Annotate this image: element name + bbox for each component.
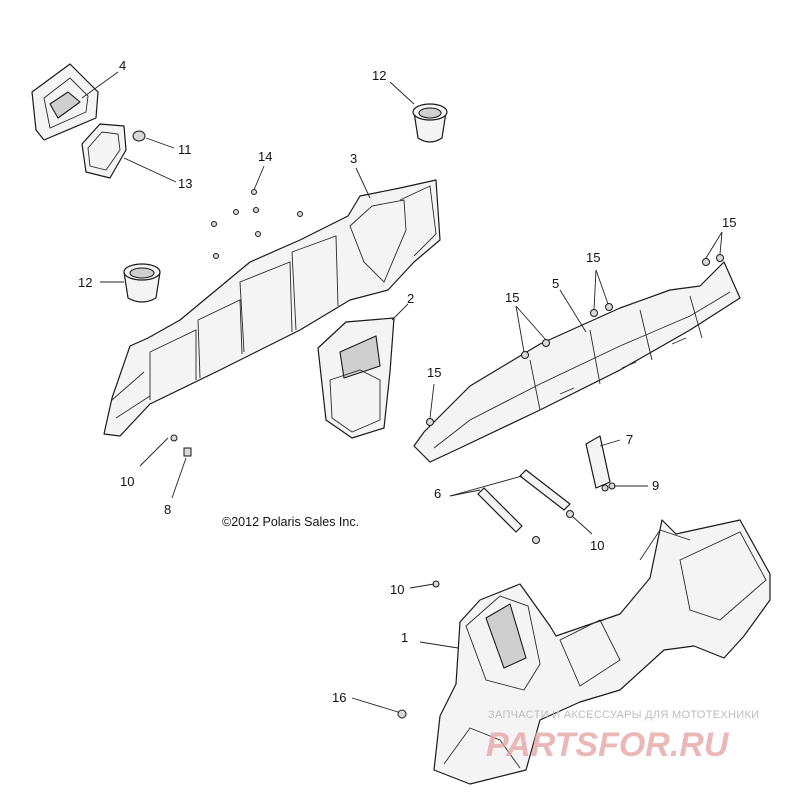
part-14-fasteners (211, 189, 303, 259)
part-11-nut (132, 130, 146, 142)
callout-7: 7 (626, 432, 633, 447)
part-15-clips (426, 254, 724, 426)
callout-15-d: 15 (427, 365, 441, 380)
part-6-supports (477, 469, 571, 533)
callout-5: 5 (552, 276, 559, 291)
part-12-cupholder-top (412, 103, 448, 143)
watermark-tagline: ЗАПЧАСТИ И АКСЕССУАРЫ ДЛЯ МОТОТЕХНИКИ (488, 709, 759, 721)
callout-15-b: 15 (586, 250, 600, 265)
callout-1: 1 (401, 630, 408, 645)
callout-16: 16 (332, 690, 346, 705)
part-16-clip (397, 709, 407, 719)
callout-9: 9 (652, 478, 659, 493)
callout-10-left: 10 (120, 474, 134, 489)
part-1-lower-assembly (433, 519, 771, 785)
part-9-screw (601, 482, 616, 492)
part-12-cupholder-left (123, 263, 161, 303)
copyright-text: ©2012 Polaris Sales Inc. (222, 515, 359, 529)
part-3-dash-panel (103, 179, 441, 437)
callout-14: 14 (258, 149, 272, 164)
callout-10-mid: 10 (590, 538, 604, 553)
callout-15-a: 15 (505, 290, 519, 305)
callout-12-left: 12 (78, 275, 92, 290)
watermark: ЗАПЧАСТИ И АКСЕССУАРЫ ДЛЯ МОТОТЕХНИКИ PA… (486, 709, 759, 764)
callout-6: 6 (434, 486, 441, 501)
callout-10-low: 10 (390, 582, 404, 597)
part-8-clip (183, 447, 192, 457)
part-5-lower-panel (413, 261, 741, 463)
callout-12-top: 12 (372, 68, 386, 83)
callout-numbers: 4 11 13 12 12 14 3 2 10 8 5 15 15 15 15 … (78, 58, 736, 705)
callout-8: 8 (164, 502, 171, 517)
callout-2: 2 (407, 291, 414, 306)
part-10-fasteners (170, 434, 574, 588)
callout-3: 3 (350, 151, 357, 166)
leader-lines (81, 71, 723, 713)
watermark-logo: PARTSFOR.RU (486, 726, 730, 764)
part-13-gasket (81, 123, 127, 179)
callout-13: 13 (178, 176, 192, 191)
callout-15-c: 15 (722, 215, 736, 230)
callout-4: 4 (119, 58, 126, 73)
part-2-console (317, 317, 395, 439)
part-4-bezel (31, 63, 99, 141)
part-7-bracket (585, 435, 611, 489)
callout-11: 11 (178, 142, 192, 157)
